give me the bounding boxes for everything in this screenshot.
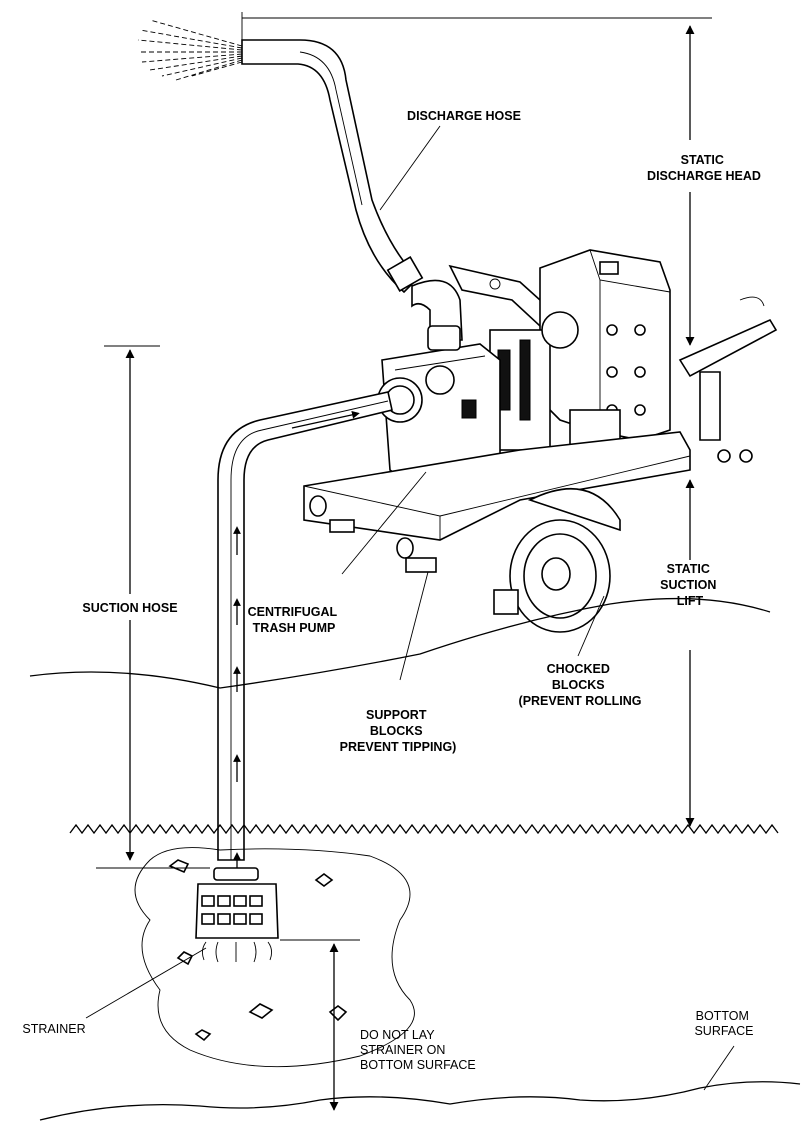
bottom-surface-label: BOTTOM SURFACE — [694, 1009, 753, 1038]
suction-hose — [217, 391, 393, 878]
strainer-label: STRAINER — [22, 1022, 85, 1036]
leader-lines — [85, 125, 735, 1091]
suction-hose-label: SUCTION HOSE — [82, 601, 177, 615]
bottom-surface-line — [39, 1081, 801, 1121]
discharge-spray — [137, 19, 243, 81]
trash-pump-unit — [303, 249, 778, 633]
static-suction-lift-label: STATIC SUCTION LIFT — [660, 562, 720, 608]
strainer — [195, 867, 279, 963]
discharge-hose — [241, 39, 463, 341]
do-not-lay-strainer-label: DO NOT LAY STRAINER ON BOTTOM SURFACE — [360, 1028, 476, 1072]
centrifugal-trash-pump-label: CENTRIFUGAL TRASH PUMP — [248, 605, 341, 635]
suction-hose-dimension — [96, 345, 210, 869]
strainer-clearance-dimension — [280, 939, 360, 1111]
static-discharge-head-dimension — [241, 12, 712, 346]
support-blocks-label: SUPPORT BLOCKS PREVENT TIPPING) — [340, 708, 457, 754]
static-discharge-head-label: STATIC DISCHARGE HEAD — [647, 153, 761, 183]
water-surface — [69, 823, 779, 835]
ground-line — [29, 597, 771, 689]
chocked-blocks-label: CHOCKED BLOCKS (PREVENT ROLLING — [519, 662, 642, 708]
discharge-hose-label: DISCHARGE HOSE — [407, 109, 521, 123]
